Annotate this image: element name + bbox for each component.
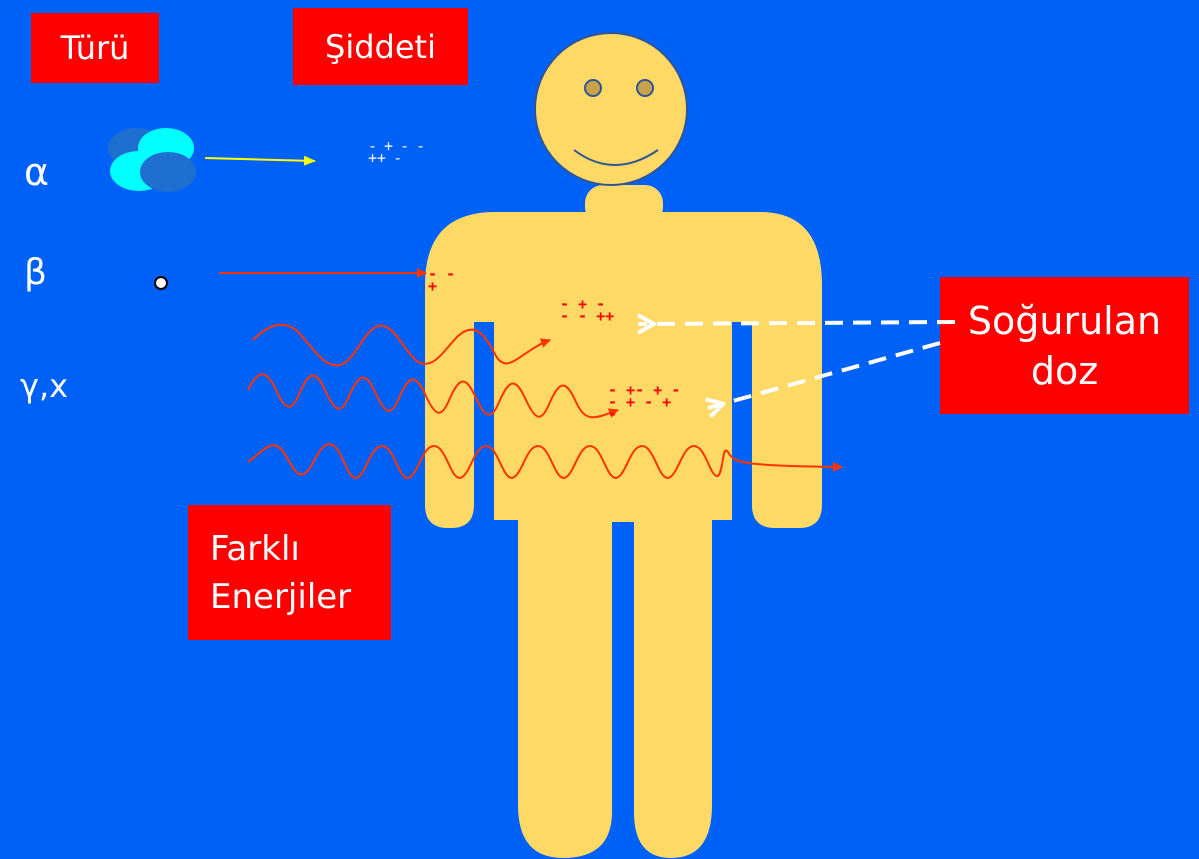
ion-marks-upper-cluster: - + - - - ++ <box>560 295 615 325</box>
intensity-label-box: Şiddeti <box>293 8 468 85</box>
type-label: Türü <box>60 29 130 67</box>
alpha-arrow <box>204 155 316 166</box>
ion-marks-beta: - - + <box>428 265 456 295</box>
ion-marks-alpha: - + - - ++ - <box>368 137 426 167</box>
beta-label: β <box>24 252 47 293</box>
left-eye <box>584 79 602 97</box>
gamma-wave-2 <box>247 373 619 419</box>
dose-pointer-lower <box>708 341 941 408</box>
human-figure <box>425 32 822 858</box>
type-label-box: Türü <box>31 13 159 83</box>
smile <box>573 149 659 166</box>
right-eye <box>636 79 654 97</box>
energies-line2: Enerjiler <box>210 576 352 617</box>
gamma-wave-1 <box>252 323 551 367</box>
absorbed-dose-line2: doz <box>1030 348 1099 393</box>
gamma-x-label: γ,x <box>20 367 69 405</box>
alpha-particle-icon <box>108 128 196 192</box>
ion-marks-lower-cluster: - +- + - - + - + - <box>608 381 681 423</box>
head <box>534 32 688 186</box>
beta-particle-icon <box>154 276 168 290</box>
energies-label-box: Farklı Enerjiler <box>188 505 391 640</box>
intensity-label: Şiddeti <box>325 27 436 66</box>
body-torso-arms <box>425 212 822 858</box>
dose-pointer-upper <box>638 322 956 324</box>
alpha-label: α <box>24 150 50 194</box>
absorbed-dose-line1: Soğurulan <box>967 298 1162 343</box>
absorbed-dose-label-box: Soğurulan doz <box>940 277 1189 414</box>
gamma-wave-3 <box>247 442 843 480</box>
energies-line1: Farklı <box>210 528 300 569</box>
